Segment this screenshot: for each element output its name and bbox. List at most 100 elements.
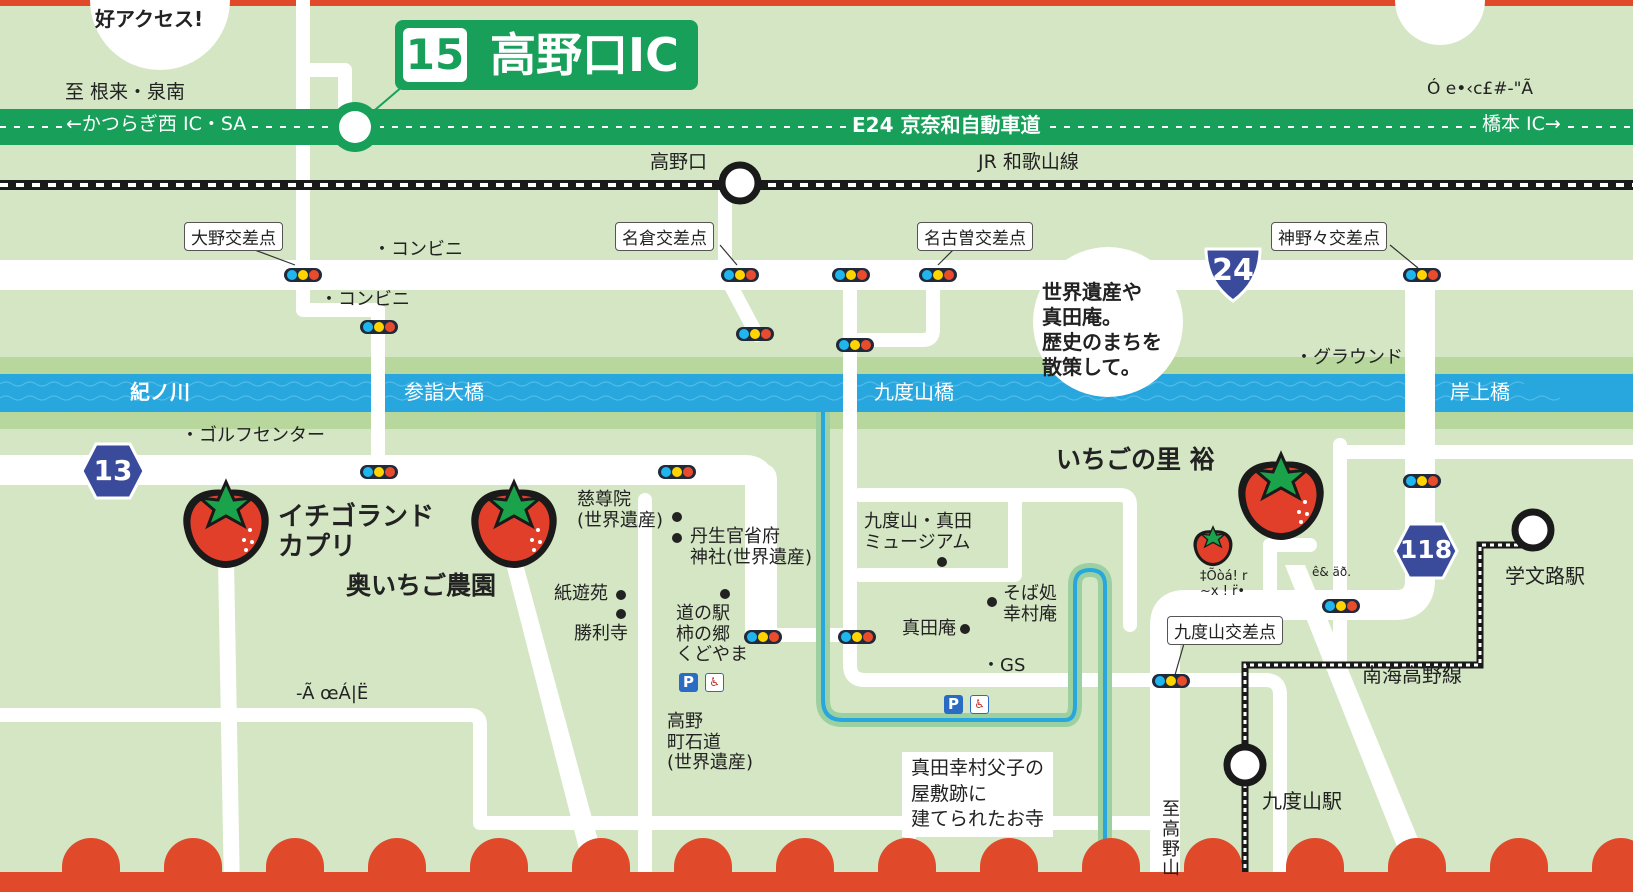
- route-13-shield: 13: [80, 442, 146, 500]
- expressway-to-west: ←かつらぎ西 IC・SA: [62, 113, 251, 136]
- station-gakubunji-marker: [1511, 508, 1555, 552]
- sanada-temple-callout: 真田幸村父子の 屋敷跡に 建てられたお寺: [902, 752, 1054, 837]
- intersection-ono: 大野交差点: [184, 222, 283, 251]
- traffic-light-icon: [360, 465, 398, 479]
- intersection-nagoso: 名古曽交差点: [917, 222, 1033, 251]
- place-label-garbled: ‡Õòá! r ~x ! r̈•: [1200, 569, 1248, 599]
- bridge-sankei: 参詣大橋: [404, 380, 484, 404]
- place-jisonin: 慈尊院 (世界遺産): [577, 489, 664, 531]
- traffic-light-icon: [721, 268, 759, 282]
- farm-paths: [218, 560, 1440, 892]
- parking-icon: P: [944, 695, 963, 714]
- traffic-light-icon: [1403, 268, 1441, 282]
- intersection-kudoyama: 九度山交差点: [1167, 616, 1283, 645]
- place-convenience-store: ・コンビニ: [373, 239, 463, 260]
- place-marker: [960, 624, 970, 634]
- direction-koyasan: 至 高 野 山: [1162, 799, 1180, 880]
- farm-okuichigo: 奥いちご農園: [346, 571, 497, 600]
- place-kamiyuen: 紙遊苑: [554, 583, 608, 604]
- place-label-garbled: ê& äð.: [1312, 565, 1352, 579]
- expressway-name: E24 京奈和自動車道: [846, 114, 1047, 137]
- strawberry-small-icon: [1192, 525, 1234, 571]
- traffic-light-icon: [736, 327, 774, 341]
- top-border: [0, 0, 1633, 6]
- place-koyachoishimichi: 高野 町石道 (世界遺産): [667, 711, 754, 774]
- traffic-light-icon: [832, 268, 870, 282]
- traffic-light-icon: [284, 268, 322, 282]
- station-kudoyama-marker: [1223, 743, 1267, 787]
- strawberry-icon: [468, 478, 560, 574]
- heritage-callout-circle: [1033, 247, 1183, 397]
- top-right-circle: [1395, 0, 1485, 45]
- farm-ichigoland-capri: イチゴランド カプリ: [278, 502, 435, 562]
- place-soba-yukimuraan: そば処 幸村庵: [1003, 583, 1057, 625]
- traffic-light-icon: [836, 338, 874, 352]
- bridge-kudoyama: 九度山橋: [874, 380, 954, 404]
- bridge-kishiage: 岸上橋: [1450, 380, 1510, 404]
- route-24-number: 24: [1212, 253, 1254, 288]
- strawberry-icon: [1235, 450, 1327, 546]
- place-marker: [616, 590, 626, 600]
- station-gakubunji: 学文路駅: [1505, 564, 1585, 588]
- place-sanada-museum: 九度山・真田 ミュージアム: [864, 511, 972, 553]
- traffic-light-icon: [1152, 674, 1190, 688]
- intersection-nagura: 名倉交差点: [615, 222, 714, 251]
- station-koyaguchi-marker: [718, 161, 762, 205]
- station-kudoyama: 九度山駅: [1262, 789, 1342, 813]
- place-gas-station: ・GS: [982, 655, 1026, 676]
- river-name: 紀ノ川: [130, 380, 190, 404]
- access-badge: 好アクセス!: [95, 7, 204, 31]
- bottom-border: [0, 838, 1633, 892]
- place-label-garbled: -Ã œÁ|Ë: [296, 683, 369, 704]
- jr-line-label: JR 和歌山線: [978, 151, 1079, 173]
- parking-icon: P: [679, 673, 698, 692]
- traffic-light-icon: [658, 465, 696, 479]
- toilet-icon: ♿: [705, 673, 724, 692]
- place-sanadaan: 真田庵: [902, 618, 956, 639]
- interchange-name: 高野口IC: [490, 28, 679, 82]
- intersection-konoha: 神野々交差点: [1271, 222, 1387, 251]
- nankai-rail-ties: [1243, 543, 1535, 892]
- place-golf-center: ・ゴルフセンター: [181, 425, 325, 446]
- place-convenience-store: ・コンビニ: [320, 289, 410, 310]
- nankai-line-label: 南海高野線: [1362, 663, 1462, 687]
- place-ground: ・グラウンド: [1295, 347, 1403, 368]
- main-roads: [0, 260, 1633, 892]
- place-marker: [672, 512, 682, 522]
- traffic-light-icon: [838, 630, 876, 644]
- place-marker: [616, 609, 626, 619]
- access-badge-circle: [90, 0, 230, 70]
- traffic-light-icon: [744, 630, 782, 644]
- place-marker: [720, 589, 730, 599]
- place-niutsuhime: 丹生官省府 神社(世界遺産): [690, 526, 813, 568]
- destination-east-garbled: Ó e•‹c£#-"Ã: [1427, 79, 1534, 99]
- ic-node-inner: [339, 111, 371, 143]
- interchange-number: 15: [403, 28, 467, 82]
- place-michinoeki: 道の駅 柿の郷 くどやま: [676, 603, 748, 666]
- traffic-light-icon: [919, 268, 957, 282]
- route-118-shield: 118: [1393, 522, 1459, 580]
- traffic-light-icon: [1322, 599, 1360, 613]
- route-13-number: 13: [93, 454, 133, 487]
- expressway-to-east: 橋本 IC→: [1478, 113, 1565, 136]
- place-marker: [672, 533, 682, 543]
- farm-ichigonosato-yu: いちごの里 裕: [1056, 445, 1215, 474]
- place-marker: [937, 557, 947, 567]
- strawberry-icon: [180, 478, 272, 574]
- place-shoriji: 勝利寺: [574, 623, 628, 644]
- river-waves: [0, 381, 1561, 401]
- toilet-icon: ♿: [970, 695, 989, 714]
- interchange-sign: 15 高野口IC: [395, 20, 698, 90]
- destination-west: 至 根来・泉南: [65, 81, 186, 103]
- stream: [821, 412, 1107, 892]
- station-koyaguchi: 高野口: [650, 151, 708, 173]
- traffic-light-icon: [1403, 474, 1441, 488]
- route-118-number: 118: [1399, 535, 1453, 564]
- traffic-light-icon: [360, 320, 398, 334]
- place-marker: [987, 597, 997, 607]
- route-24-shield: 24: [1202, 245, 1264, 305]
- river-kinokawa: [0, 374, 1633, 412]
